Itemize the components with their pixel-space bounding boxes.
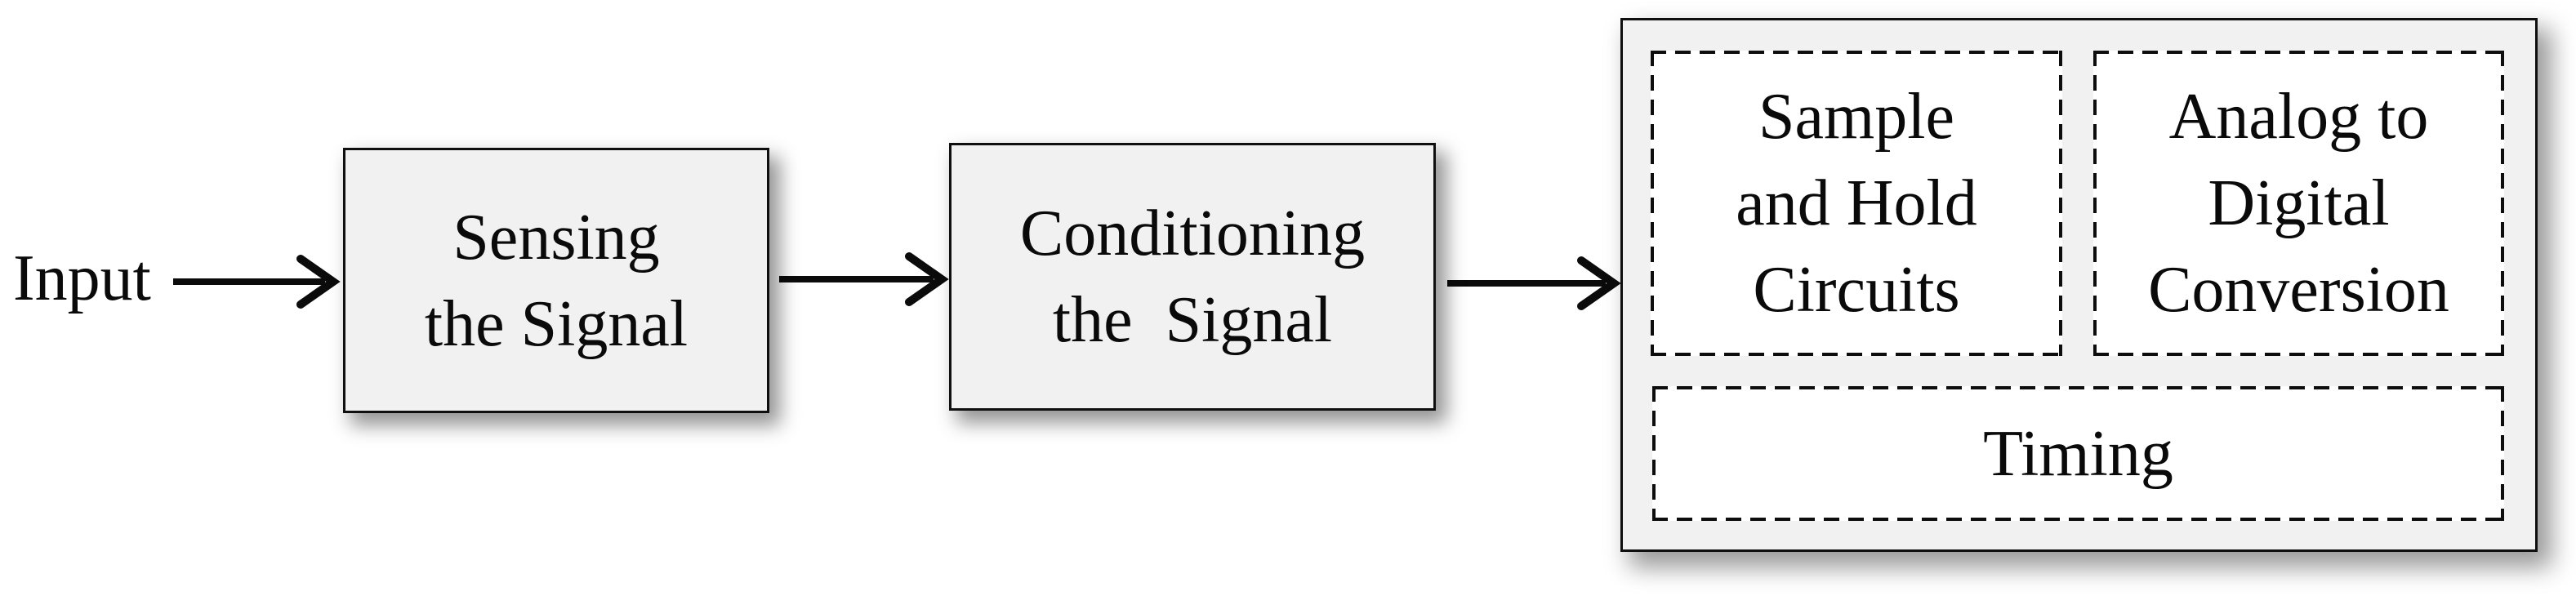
digitizer-block: Sample and Hold Circuits Analog to Digit… bbox=[1620, 18, 2538, 552]
arrow-input-to-sensing bbox=[173, 255, 341, 309]
arrow-sensing-to-conditioning bbox=[779, 252, 949, 306]
conditioning-block: Conditioning the Signal bbox=[949, 143, 1436, 411]
sensing-block: Sensing the Signal bbox=[343, 148, 769, 413]
timing-block: Timing bbox=[1652, 386, 2504, 521]
block-text-line: and Hold bbox=[1736, 167, 1977, 239]
sample-hold-block: Sample and Hold Circuits bbox=[1651, 51, 2062, 356]
block-text-line: Sensing bbox=[452, 201, 660, 274]
block-text-line: Conversion bbox=[2148, 254, 2449, 326]
block-text-line: the Signal bbox=[1052, 284, 1333, 356]
block-text-line: Sample bbox=[1758, 81, 1954, 153]
arrow-head-icon bbox=[905, 252, 949, 306]
arrow-conditioning-to-digitizer bbox=[1447, 256, 1621, 310]
input-label: Input bbox=[13, 242, 151, 314]
arrow-head-icon bbox=[1577, 256, 1621, 310]
block-text-line: Timing bbox=[1983, 417, 2173, 490]
block-text-line: Circuits bbox=[1753, 254, 1960, 326]
block-text-line: the Signal bbox=[424, 287, 689, 360]
analog-digital-block: Analog to Digital Conversion bbox=[2093, 51, 2504, 356]
block-text-line: Analog to bbox=[2168, 81, 2429, 153]
arrow-head-icon bbox=[296, 255, 341, 309]
block-text-line: Digital bbox=[2208, 167, 2390, 239]
block-text-line: Conditioning bbox=[1019, 198, 1366, 269]
